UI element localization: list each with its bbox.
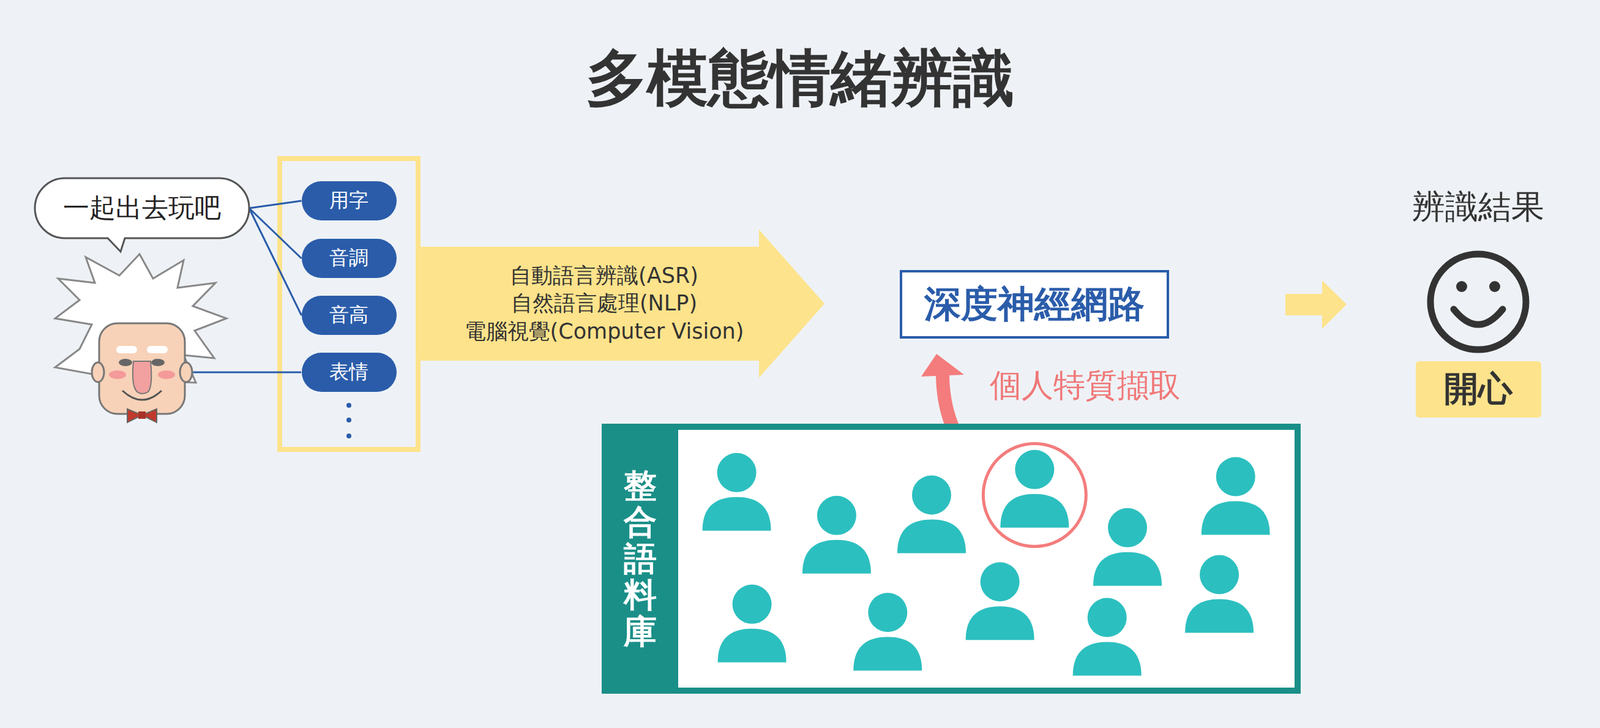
bubble-outline	[34, 178, 250, 252]
result-node: 開心	[1415, 361, 1542, 418]
person-body	[1201, 500, 1271, 535]
smiley-eyes	[1456, 280, 1501, 292]
pill-node: 用字	[301, 181, 397, 221]
bubble-text: 一起出去玩吧	[63, 190, 221, 226]
person-icon	[717, 584, 787, 663]
person-body	[802, 539, 872, 574]
person-icon	[1000, 449, 1069, 528]
person-body	[1093, 552, 1162, 586]
corpus-text: 整合語料庫	[623, 467, 657, 650]
person-body	[897, 519, 966, 553]
arrow-node: 自動語言辨識(ASR)自然語言處理(NLP)電腦視覺(Computer Visi…	[420, 229, 825, 378]
person-body	[717, 628, 787, 663]
corpus-node: 整合語料庫	[601, 423, 1301, 694]
person-body	[853, 636, 922, 671]
pill-text: 表情	[329, 358, 369, 386]
person-icon	[1072, 598, 1142, 676]
connector	[249, 208, 302, 316]
person-head	[817, 495, 857, 535]
bubble-node: 一起出去玩吧	[34, 178, 250, 239]
person-icon	[802, 495, 872, 574]
big-arrow-fill	[420, 229, 825, 378]
person-body	[1072, 642, 1142, 676]
person-icon	[965, 561, 1035, 640]
person-head	[912, 474, 952, 515]
person-head	[1199, 555, 1239, 595]
connector-line	[249, 208, 302, 259]
person-icon	[1185, 555, 1254, 633]
person-icon	[1201, 456, 1271, 535]
connector	[249, 200, 302, 209]
person-head	[1087, 598, 1127, 638]
connector	[249, 208, 302, 259]
title: 多模態情緒辨識	[585, 37, 1015, 121]
dnn-node: 深度神經網路	[899, 269, 1170, 339]
feature-frame	[279, 158, 419, 450]
person-head	[1014, 449, 1055, 490]
person-head	[867, 592, 908, 632]
highlight-ring	[983, 443, 1086, 546]
person-body	[1000, 493, 1069, 528]
corpus-area	[678, 429, 1295, 688]
result-arrow	[1285, 280, 1347, 329]
arrow-text-block: 自動語言辨識(ASR)自然語言處理(NLP)電腦視覺(Computer Visi…	[420, 246, 788, 361]
person-body	[1185, 599, 1254, 633]
person-head	[717, 452, 757, 493]
person-body	[965, 605, 1035, 640]
people-icons	[678, 429, 1295, 688]
extract-arrow-head	[921, 353, 965, 377]
person-icon	[1093, 508, 1162, 586]
person-icon	[853, 592, 922, 671]
text-label: 辨識結果	[1412, 184, 1545, 230]
einstein-illustration	[55, 254, 227, 423]
text-label: 個人特質擷取	[989, 364, 1181, 408]
person-head	[1216, 456, 1256, 496]
arrow-text: 自然語言處理(NLP)	[511, 289, 698, 318]
pill-text: 音調	[329, 244, 369, 272]
arrow-text: 電腦視覺(Computer Vision)	[464, 317, 745, 346]
pill-node: 音高	[301, 295, 397, 335]
person-body	[702, 497, 772, 531]
smiley-icon	[1430, 254, 1526, 350]
corpus-band: 整合語料庫	[601, 423, 679, 694]
leader-line	[178, 371, 302, 374]
person-head	[980, 561, 1020, 602]
pill-node: 表情	[301, 352, 397, 392]
person-icon	[897, 474, 966, 553]
pill-text: 音高	[329, 301, 369, 329]
arrow-text: 自動語言辨識(ASR)	[509, 261, 699, 291]
pill-text: 用字	[329, 187, 369, 215]
more-dots	[346, 402, 352, 439]
person-head	[1107, 508, 1148, 548]
person-icon	[702, 452, 772, 531]
person-head	[732, 584, 772, 624]
pill-node: 音調	[301, 238, 397, 278]
connector-line	[249, 200, 302, 209]
dnn-text: 深度神經網路	[924, 279, 1145, 330]
result-text: 開心	[1443, 366, 1513, 413]
connector-line	[249, 208, 302, 316]
